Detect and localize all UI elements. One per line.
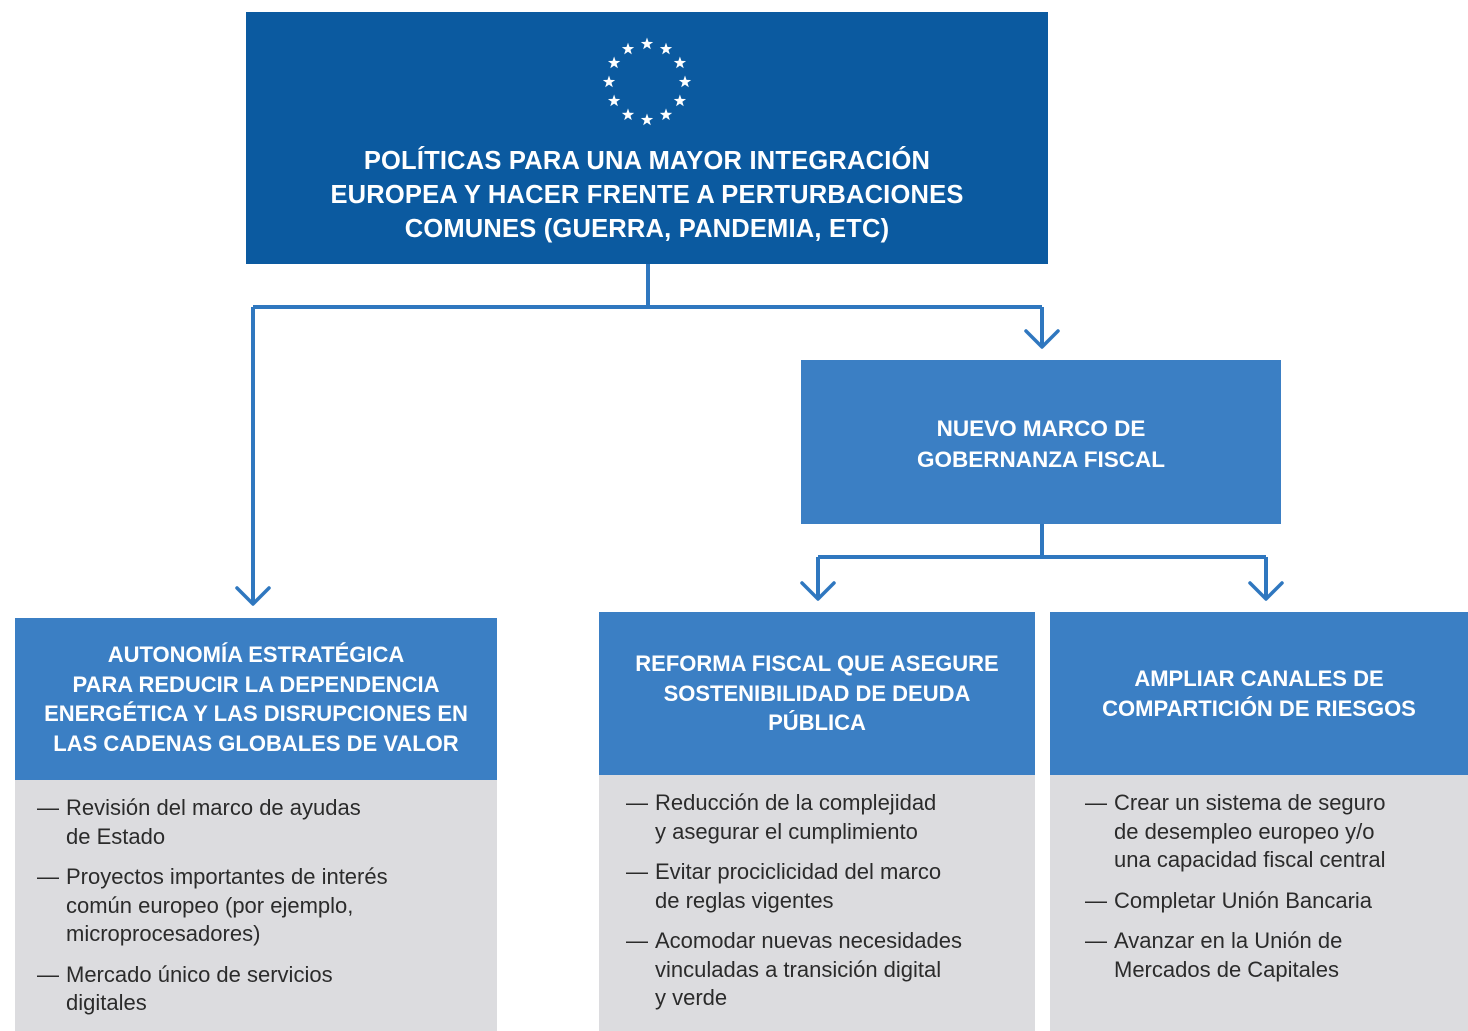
bullet-dash: — [626,790,648,815]
list-item-text: Proyectos importantes de interés común e… [66,864,388,946]
arrowhead-autonomia [235,586,271,606]
arrowhead-reforma [800,581,836,601]
list-item: — Crear un sistema de seguro de desempleo… [1050,789,1468,875]
bullet-dash: — [1085,887,1107,913]
bullet-dash: — [1085,928,1107,953]
bullet-dash: — [626,859,648,884]
list-item-text: Completar Unión Bancaria [1114,887,1373,913]
governance-box: NUEVO MARCO DE GOBERNANZA FISCAL [801,360,1281,524]
arrowhead-governance [1024,329,1060,349]
arrowhead-ampliar [1248,581,1284,601]
eu-star [640,113,654,126]
bullet-dash: — [37,795,59,820]
list-item-text: Reducción de la complejidad y asegurar e… [655,790,937,844]
autonomia-items: —Revisión del marco de ayudas de Estado … [15,780,497,1031]
bullet-dash: — [626,928,648,953]
list-item: — Proyectos importantes de interés común … [15,863,497,949]
list-item-text: Acomodar nuevas necesidades vinculadas a… [655,928,962,1010]
eu-star [621,108,635,121]
eu-star [673,94,687,107]
eu-stars-icon [602,37,692,126]
list-item: — Acomodar nuevas necesidades vinculadas … [599,927,1035,1013]
list-item-text: Avanzar en la Unión de Mercados de Capit… [1114,928,1343,982]
bullet-dash: — [37,864,59,889]
list-item-text: Revisión del marco de ayudas de Estado [66,795,361,849]
bullet-dash: — [37,961,59,987]
policies-header-title: POLÍTICAS PARA UNA MAYOR INTEGRACIÓN EUR… [330,147,964,243]
ampliar-box: AMPLIAR CANALES DE COMPARTICIÓN DE RIESG… [1050,612,1468,775]
list-item-text: Mercado único de servicios digitales [66,961,333,1016]
eu-star [621,42,635,55]
eu-star [607,56,621,69]
eu-star [673,56,687,69]
eu-star [659,108,673,121]
policies-header-box: POLÍTICAS PARA UNA MAYOR INTEGRACIÓN EUR… [246,12,1048,264]
list-item: — Revisión del marco de ayudas de Estado [15,794,497,851]
autonomia-box: AUTONOMÍA ESTRATÉGICA PARA REDUCIR LA DE… [15,618,497,780]
ampliar-items: — Crear un sistema de seguro de desempleo… [1050,775,1468,1031]
reforma-box: REFORMA FISCAL QUE ASEGURE SOSTENIBILIDA… [599,612,1035,775]
list-item: — Evitar prociclicidad del marco de regla… [599,858,1035,915]
reforma-items: — Reducción de la complejidad y asegurar … [599,775,1035,1031]
list-item-text: Evitar prociclicidad del marco de reglas… [655,859,942,913]
bullet-dash: — [1085,790,1107,815]
eu-star [607,94,621,107]
eu-star [678,75,692,88]
eu-star [659,42,673,55]
list-item: — Avanzar en la Unión de Mercados de Capi… [1050,927,1468,984]
list-item: — Completar Unión Bancaria [1050,887,1468,916]
eu-star [640,37,654,50]
eu-star [602,75,616,88]
list-item: — Reducción de la complejidad y asegurar … [599,789,1035,846]
list-item-text: Crear un sistema de seguro de desempleo … [1114,790,1386,872]
list-item: — Mercado único de servicios digitales [15,961,497,1018]
